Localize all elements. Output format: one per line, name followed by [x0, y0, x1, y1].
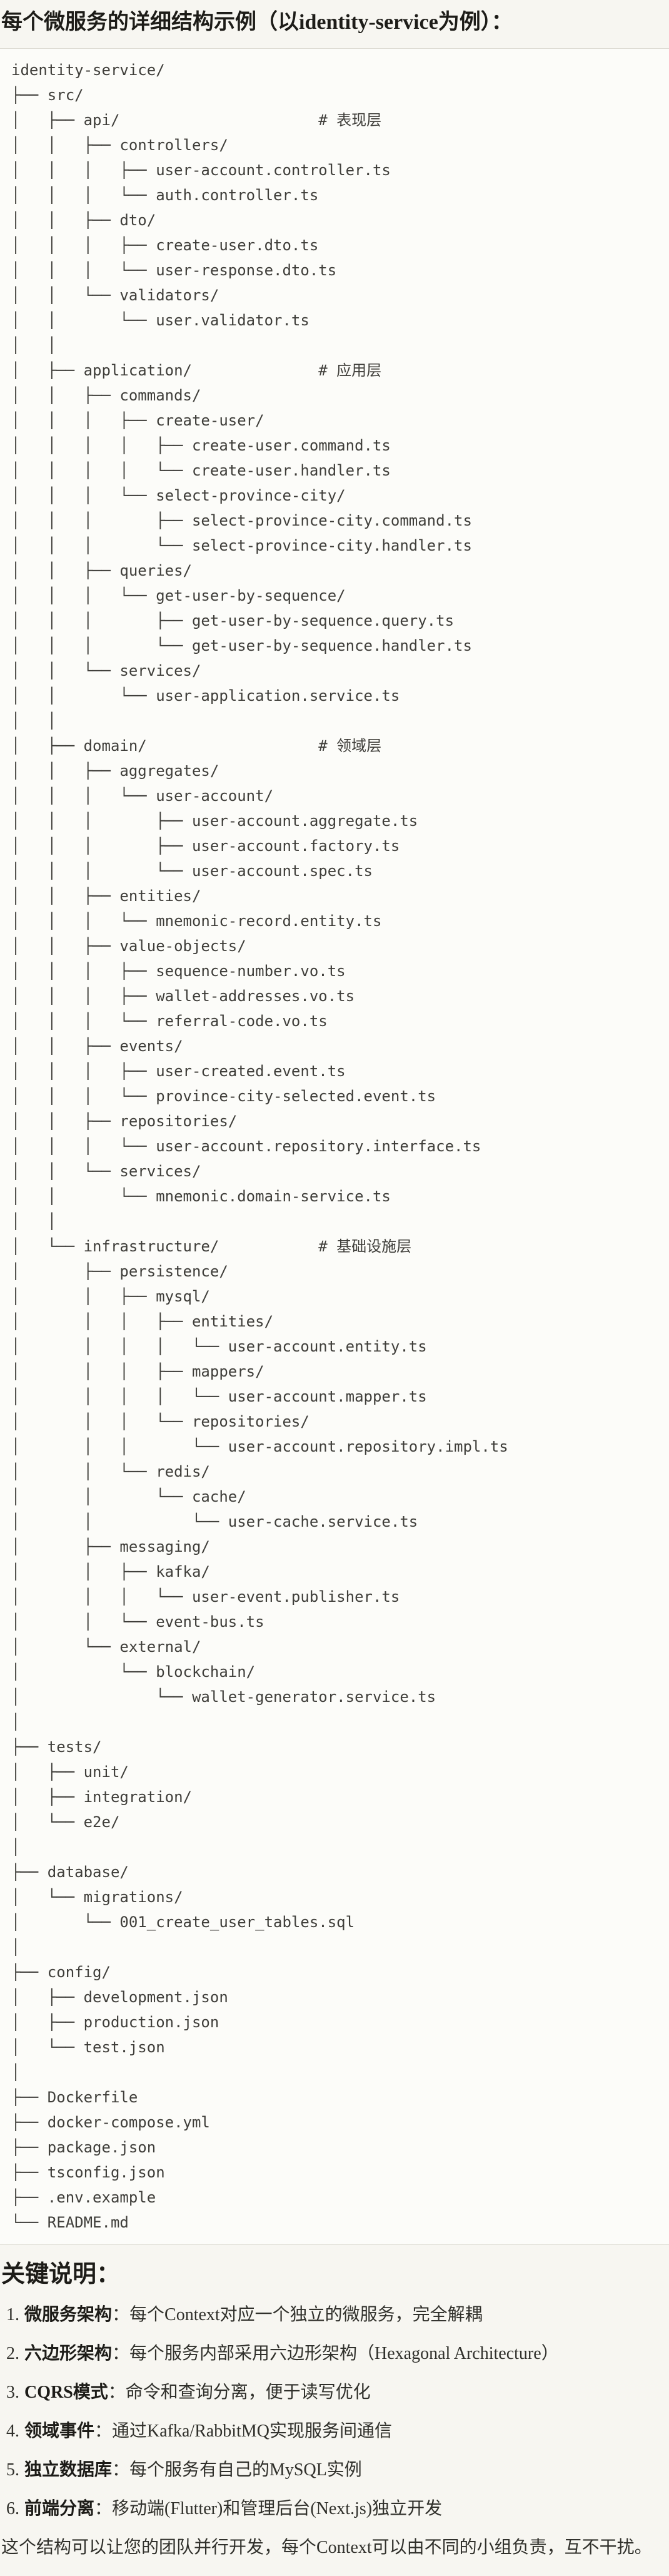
directory-tree-text: identity-service/ ├── src/ │ ├── api/ # … — [11, 61, 508, 2231]
note-number: 2. — [6, 2344, 19, 2363]
note-number: 5. — [6, 2460, 19, 2480]
note-item: 5.独立数据库：每个服务有自己的MySQL实例 — [6, 2458, 669, 2483]
note-description: ：每个Context对应一个独立的微服务，完全解耦 — [112, 2305, 483, 2324]
note-term: 六边形架构 — [24, 2344, 113, 2363]
note-description: ：移动端(Flutter)和管理后台(Next.js)独立开发 — [94, 2499, 443, 2518]
note-item: 4.领域事件：通过Kafka/RabbitMQ实现服务间通信 — [6, 2419, 669, 2444]
page-title: 每个微服务的详细结构示例（以identity-service为例）： — [1, 11, 513, 34]
note-item: 1. 微服务架构：每个Context对应一个独立的微服务，完全解耦 — [6, 2303, 669, 2328]
note-number: 4. — [6, 2421, 19, 2441]
note-term: 微服务架构 — [24, 2305, 113, 2324]
notes-heading: 关键说明： — [1, 2261, 121, 2288]
note-number: 1. — [6, 2305, 19, 2324]
note-description: ：每个服务有自己的MySQL实例 — [112, 2460, 362, 2480]
note-description: ：每个服务内部采用六边形架构（Hexagonal Architecture） — [112, 2344, 559, 2363]
note-item: 6. 前端分离：移动端(Flutter)和管理后台(Next.js)独立开发 — [6, 2497, 669, 2522]
note-term: 前端分离 — [24, 2499, 95, 2518]
note-item: 2. 六边形架构：每个服务内部采用六边形架构（Hexagonal Architec… — [6, 2341, 669, 2366]
note-term: CQRS模式 — [24, 2383, 108, 2402]
note-number: 6. — [6, 2499, 19, 2518]
note-term: 独立数据库 — [24, 2460, 113, 2480]
code-block-directory-tree: identity-service/ ├── src/ │ ├── api/ # … — [0, 48, 669, 2245]
note-term: 领域事件 — [24, 2421, 95, 2441]
note-number: 3. — [6, 2383, 19, 2402]
note-item: 3. CQRS模式：命令和查询分离，便于读写优化 — [6, 2380, 669, 2405]
closing-paragraph: 这个结构可以让您的团队并行开发，每个Context可以由不同的小组负责，互不干扰… — [1, 2538, 652, 2557]
note-description: ：通过Kafka/RabbitMQ实现服务间通信 — [94, 2421, 392, 2441]
note-description: ：命令和查询分离，便于读写优化 — [108, 2383, 371, 2402]
